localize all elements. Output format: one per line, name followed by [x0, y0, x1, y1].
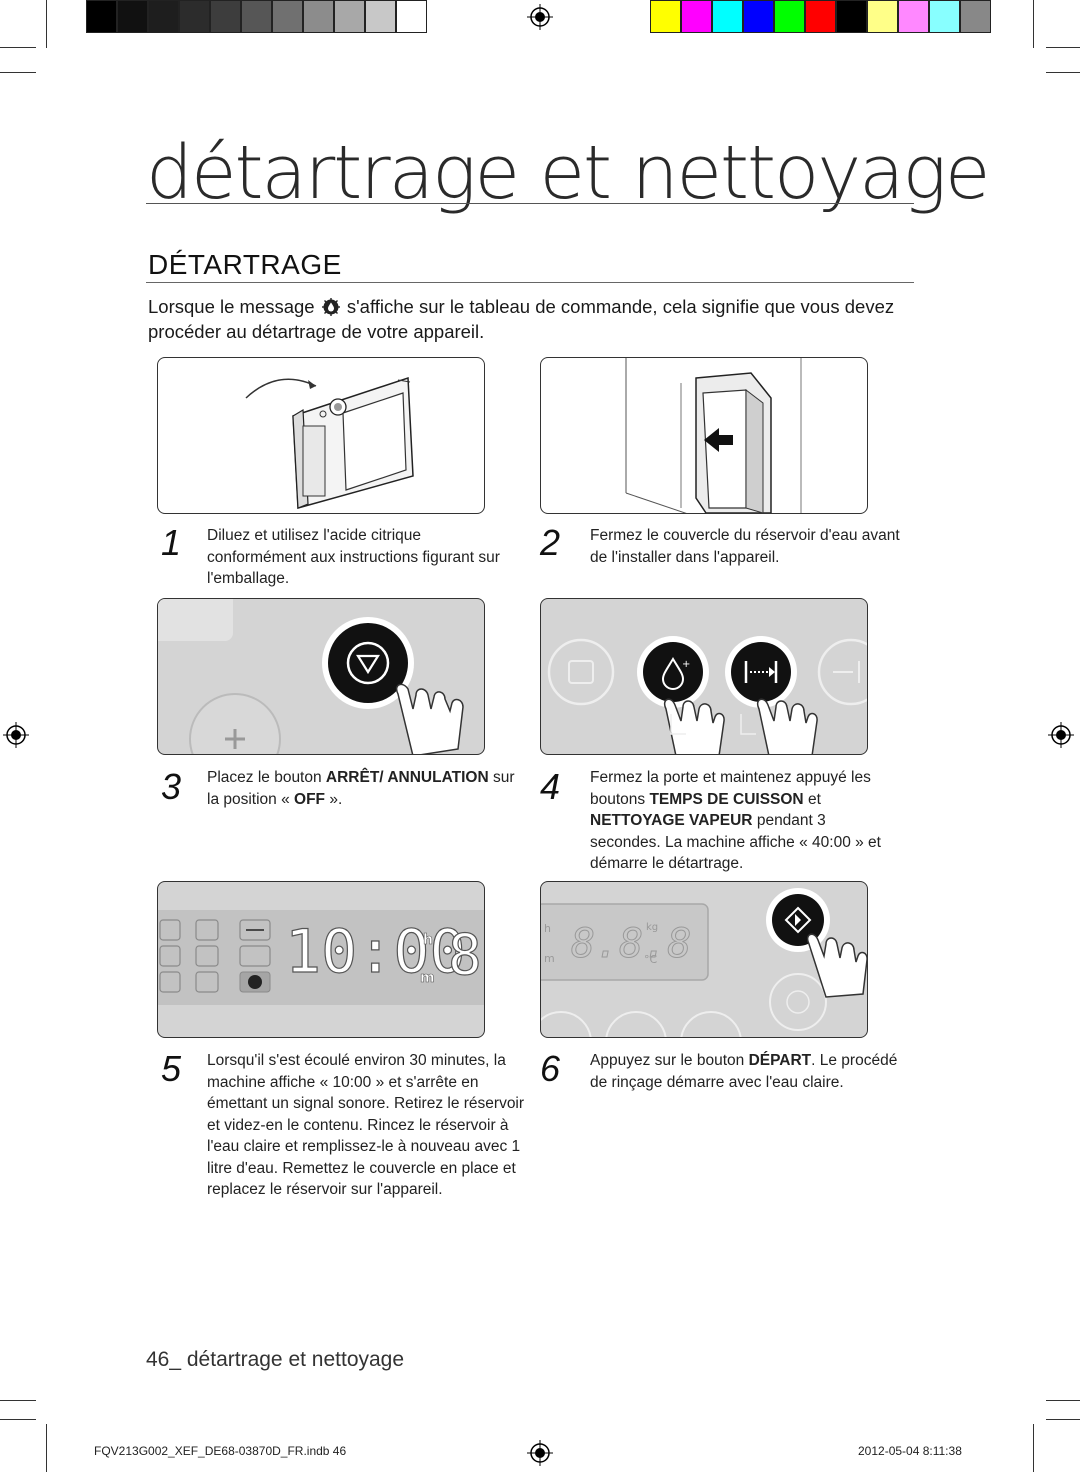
step-text: Fermez le couvercle du réservoir d'eau a… — [590, 527, 900, 566]
crop-mark — [0, 1400, 36, 1401]
intro-text-before: Lorsque le message — [148, 296, 315, 317]
registration-mark-icon — [527, 1440, 553, 1466]
illustration-stop-button — [157, 598, 485, 755]
step-text-bold: OFF — [294, 790, 326, 808]
step-number: 4 — [540, 766, 561, 807]
page-number: 46 — [146, 1348, 170, 1371]
gray-swatch — [86, 0, 117, 33]
crop-mark — [0, 72, 36, 73]
step-text: Lorsqu'il s'est écoulé environ 30 minute… — [207, 1052, 525, 1198]
registration-mark-icon — [527, 4, 553, 30]
crop-mark — [1046, 72, 1080, 73]
color-swatch — [836, 0, 867, 33]
step-number: 3 — [161, 766, 182, 807]
step-text-bold: NETTOYAGE VAPEUR — [590, 812, 753, 829]
gray-swatch — [148, 0, 179, 33]
step-number: 5 — [161, 1048, 182, 1089]
gray-swatch — [303, 0, 334, 33]
descale-message-icon — [321, 298, 340, 316]
illustration-tank-lid — [157, 357, 485, 514]
display-h: h — [544, 922, 551, 935]
gray-swatch — [241, 0, 272, 33]
step-text: Appuyez sur le bouton DÉPART. Le procédé… — [590, 1050, 900, 1093]
step-text-part: . Le procédé de rinçage démarre avec l'e… — [590, 1052, 898, 1091]
start-button-drawing: h m 8.8.8 kg °C — [541, 888, 867, 1037]
display-m: m — [544, 952, 555, 965]
crop-mark — [1046, 1419, 1080, 1420]
step-number: 2 — [540, 522, 561, 563]
crop-mark — [1046, 47, 1080, 48]
step-text-part: Fermez la porte et maintenez appuyé les … — [590, 769, 871, 808]
print-slug-file: FQV213G002_XEF_DE68-03870D_FR.indb 46 — [94, 1444, 347, 1458]
crop-mark — [1033, 0, 1034, 48]
insert-tank-drawing — [625, 358, 802, 513]
section-title: DÉTARTRAGE — [148, 249, 342, 280]
illustration-two-buttons: + — [540, 598, 868, 755]
step-number: 1 — [161, 522, 182, 563]
registration-mark-icon — [3, 722, 29, 748]
step-text-bold: DÉPART — [748, 1052, 812, 1069]
step-text-part: Appuyez sur le bouton — [590, 1052, 749, 1069]
color-swatch — [867, 0, 898, 33]
footer-page-label: 46_ détartrage et nettoyage — [146, 1348, 404, 1372]
display-drawing: 10:00 h m 8. — [158, 910, 485, 1005]
illustration-insert-tank — [540, 357, 868, 514]
color-swatch — [929, 0, 960, 33]
step-text: Fermez la porte et maintenez appuyé les … — [590, 767, 900, 875]
display-digits: 8.8.8 — [571, 921, 691, 967]
footer-label-text: _ détartrage et nettoyage — [169, 1348, 405, 1371]
title-divider — [146, 203, 914, 204]
color-swatch — [898, 0, 929, 33]
color-swatch — [681, 0, 712, 33]
crop-mark — [0, 1419, 36, 1420]
intro-text-after: s'affiche sur le tableau de commande, ce… — [148, 296, 895, 342]
display-m: m — [420, 970, 435, 986]
display-h: h — [423, 932, 433, 948]
color-swatch — [774, 0, 805, 33]
step-text-part: Placez le bouton — [207, 769, 326, 786]
step-text-bold: TEMPS DE CUISSON — [649, 790, 804, 808]
crop-mark — [0, 47, 36, 48]
display-kg: kg — [646, 922, 658, 933]
color-swatch — [712, 0, 743, 33]
color-swatch — [805, 0, 836, 33]
display-c: °C — [644, 953, 658, 966]
step-text: Diluez et utilisez l'acide citrique conf… — [207, 527, 500, 587]
step-text-part: et — [803, 790, 821, 808]
print-slug-date: 2012-05-04 8:11:38 — [858, 1444, 962, 1458]
gray-swatch — [365, 0, 396, 33]
tank-lid-drawing — [245, 376, 414, 509]
gray-swatch — [179, 0, 210, 33]
gray-swatch — [334, 0, 365, 33]
gray-swatch — [210, 0, 241, 33]
color-swatch — [650, 0, 681, 33]
illustration-display: 10:00 h m 8. — [157, 881, 485, 1038]
step-number: 6 — [540, 1048, 561, 1089]
page-title: détartrage et nettoyage — [146, 130, 990, 216]
display-digit: 8. — [448, 923, 485, 988]
gray-swatch — [396, 0, 427, 33]
gray-swatch — [272, 0, 303, 33]
intro-paragraph: Lorsque le message s'affiche sur le tabl… — [148, 294, 918, 344]
step-text-part: sur la position « — [207, 769, 515, 808]
crop-mark — [1033, 1424, 1034, 1472]
crop-mark — [46, 0, 47, 48]
illustration-start-button: h m 8.8.8 kg °C — [540, 881, 868, 1038]
two-buttons-drawing: + — [547, 636, 867, 754]
color-swatch — [743, 0, 774, 33]
color-swatch — [960, 0, 991, 33]
gray-swatch — [117, 0, 148, 33]
crop-mark — [46, 1424, 47, 1472]
svg-text:+: + — [682, 659, 690, 670]
stop-button-drawing — [158, 599, 464, 754]
display-digits: 10:00 — [285, 917, 466, 987]
registration-mark-icon — [1048, 722, 1074, 748]
section-divider — [146, 282, 914, 283]
step-text-part: pendant 3 secondes. La machine affiche «… — [590, 812, 881, 872]
step-text: Placez le bouton ARRÊT/ ANNULATION sur l… — [207, 767, 522, 810]
step-text-part: ». — [325, 790, 343, 808]
crop-mark — [1046, 1400, 1080, 1401]
step-text-bold: ARRÊT/ ANNULATION — [325, 769, 489, 786]
